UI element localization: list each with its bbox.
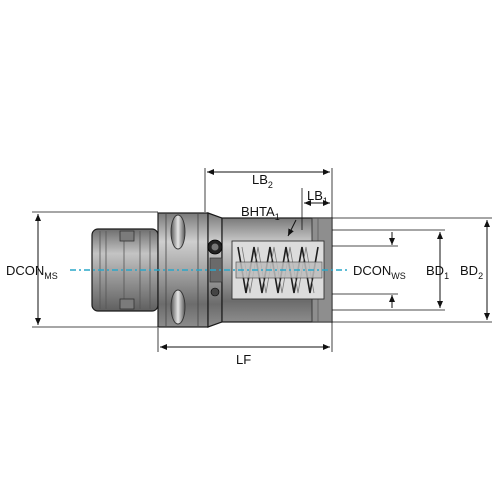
lower-screw-icon bbox=[210, 287, 220, 297]
label-dcon-ws: DCONWS bbox=[353, 263, 406, 281]
label-bhta1: BHTA1 bbox=[241, 204, 280, 222]
dimension-lines bbox=[35, 169, 490, 350]
label-bd2: BD2 bbox=[460, 263, 483, 281]
label-lb2: LB2 bbox=[252, 172, 273, 190]
label-lb1: LB1 bbox=[307, 188, 328, 206]
label-bd1: BD1 bbox=[426, 263, 449, 281]
label-dcon-ms: DCONMS bbox=[6, 263, 58, 281]
label-lf: LF bbox=[236, 352, 251, 367]
flange-groove-bottom bbox=[170, 289, 186, 325]
flange-groove-top bbox=[170, 214, 186, 250]
extension-lines bbox=[32, 168, 492, 352]
shank-key-bottom bbox=[119, 298, 135, 310]
shank-key-top bbox=[119, 230, 135, 242]
dimension-labels: DCONMS LB2 LB1 BHTA1 DCONWS BD1 BD2 LF bbox=[6, 172, 483, 367]
